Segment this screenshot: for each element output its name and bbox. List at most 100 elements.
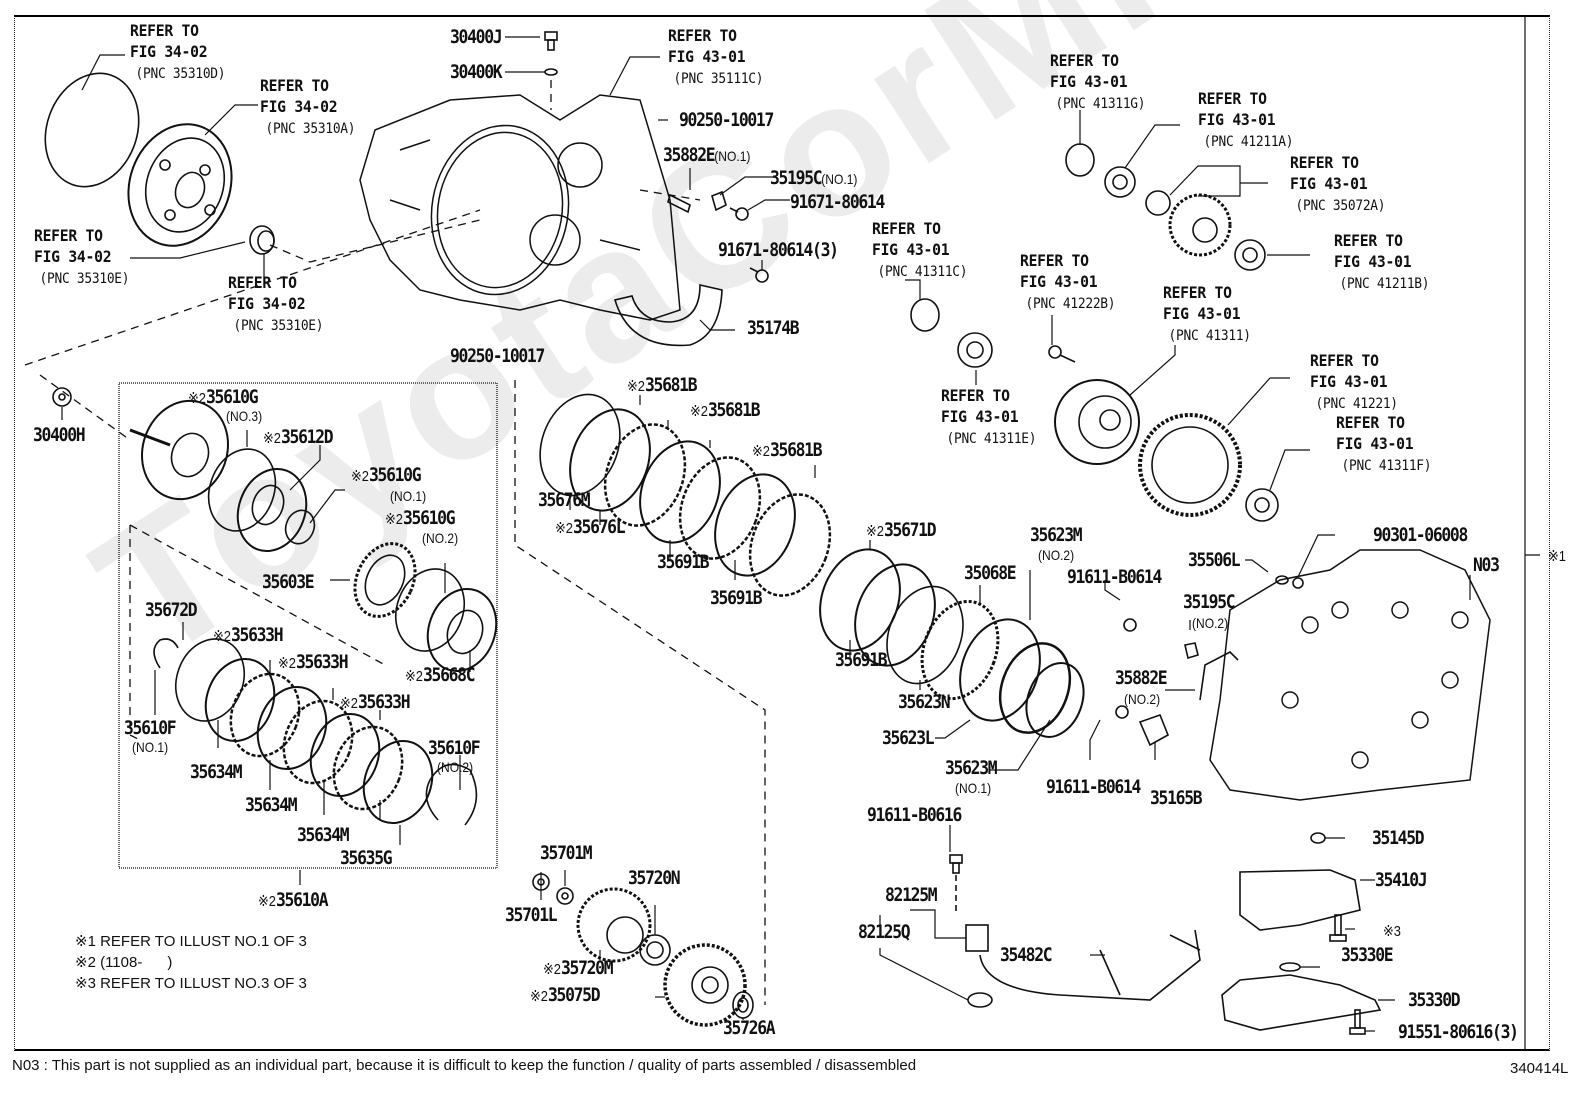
part-label-35610A[interactable]: ※235610A	[258, 889, 329, 911]
legend-note-2: ※2 (1108- )	[75, 954, 173, 971]
part-label-35195C-no2[interactable]: 35195C	[1183, 591, 1236, 613]
part-label-90250-10017-bottom[interactable]: 90250-10017	[450, 345, 545, 367]
part-label-30400K[interactable]: 30400K	[450, 61, 503, 83]
part-label-90250-10017-top[interactable]: 90250-10017	[679, 109, 774, 131]
gasket-35330E	[1279, 962, 1301, 972]
part-label-35681B-b[interactable]: ※235681B	[690, 399, 761, 421]
ref-fig-43-01-41222B[interactable]: REFER TO FIG 43-01 (PNC 41222B)	[1020, 251, 1116, 312]
ref-fig-43-01-41311[interactable]: REFER TO FIG 43-01 (PNC 41311)	[1163, 283, 1251, 344]
ref-fig-43-01-41311G[interactable]: REFER TO FIG 43-01 (PNC 41311G)	[1050, 51, 1146, 112]
part-label-35610G-no1[interactable]: ※235610G	[351, 464, 422, 486]
part-label-35681B-c[interactable]: ※235681B	[752, 439, 823, 461]
part-label-91611-B0614-a[interactable]: 91611-B0614	[1067, 566, 1162, 588]
bearing-41211A	[1104, 166, 1136, 198]
legend-note-1: ※1 REFER TO ILLUST NO.1 OF 3	[75, 933, 307, 950]
part-label-35691B-b[interactable]: 35691B	[710, 587, 763, 609]
part-label-35623M-no2[interactable]: 35623M	[1030, 524, 1083, 546]
part-label-82125M[interactable]: 82125M	[885, 884, 938, 906]
ref-fig-43-01-35111C[interactable]: REFER TO FIG 43-01 (PNC 35111C)	[668, 26, 764, 87]
part-label-N03[interactable]: N03	[1473, 554, 1500, 576]
part-label-35195C-no2-sub: (NO.2)	[1192, 615, 1229, 631]
part-label-91671-80614[interactable]: 91671-80614	[790, 191, 885, 213]
ref-fig-43-01-41211A[interactable]: REFER TO FIG 43-01 (PNC 41211A)	[1198, 89, 1294, 150]
ref-fig-43-01-41311C[interactable]: REFER TO FIG 43-01 (PNC 41311C)	[872, 219, 968, 280]
ref-fig-34-02-35310D[interactable]: REFER TO FIG 34-02 (PNC 35310D)	[130, 21, 226, 82]
part-label-35075D[interactable]: ※235075D	[530, 984, 601, 1006]
part-label-35635G[interactable]: 35635G	[340, 847, 393, 869]
part-label-91671-80614-3[interactable]: 91671-80614(3)	[718, 239, 839, 261]
part-label-82125Q[interactable]: 82125Q	[858, 921, 911, 943]
part-label-35701L[interactable]: 35701L	[505, 904, 558, 926]
part-label-35691B-c[interactable]: 35691B	[835, 649, 888, 671]
bolt-n3	[1329, 914, 1347, 942]
plug-35506L	[1275, 575, 1289, 585]
diff-case-41311	[1054, 379, 1140, 465]
part-label-35610F-no1[interactable]: 35610F	[124, 717, 177, 739]
ref-fig-43-01-41311E[interactable]: REFER TO FIG 43-01 (PNC 41311E)	[941, 386, 1037, 447]
bolt-30400J	[544, 31, 558, 51]
part-label-35195C-no1[interactable]: 35195C(NO.1)	[770, 167, 858, 189]
ref-fig-43-01-35072A[interactable]: REFER TO FIG 43-01 (PNC 35072A)	[1290, 153, 1386, 214]
part-label-35610G-no2[interactable]: ※235610G	[385, 507, 456, 529]
part-label-35330E[interactable]: 35330E	[1341, 944, 1394, 966]
part-label-35610G-no3[interactable]: ※235610G	[188, 386, 259, 408]
part-label-35720N[interactable]: 35720N	[628, 867, 681, 889]
part-label-35482C[interactable]: 35482C	[1000, 944, 1053, 966]
ref-fig-34-02-35310E-a[interactable]: REFER TO FIG 34-02 (PNC 35310E)	[34, 226, 130, 287]
part-label-91611-B0614-b[interactable]: 91611-B0614	[1046, 776, 1141, 798]
oil-pump-assembly	[127, 123, 233, 247]
part-label-35610F-no2[interactable]: 35610F	[428, 737, 481, 759]
ref-fig-43-01-41221[interactable]: REFER TO FIG 43-01 (PNC 41221)	[1310, 351, 1398, 412]
part-label-35676L[interactable]: ※235676L	[555, 516, 626, 538]
part-label-35612D[interactable]: ※235612D	[263, 426, 334, 448]
part-label-35633H-a[interactable]: ※235633H	[213, 624, 284, 646]
part-label-35145D[interactable]: 35145D	[1372, 827, 1425, 849]
part-label-35634M-c[interactable]: 35634M	[297, 824, 350, 846]
part-label-35671D[interactable]: ※235671D	[866, 519, 937, 541]
part-label-35330D[interactable]: 35330D	[1408, 989, 1461, 1011]
part-label-91551-80616[interactable]: 91551-80616(3)	[1398, 1021, 1519, 1043]
part-label-35634M-a[interactable]: 35634M	[190, 761, 243, 783]
bolt-91611-a	[1123, 618, 1137, 632]
part-label-35634M-b[interactable]: 35634M	[245, 794, 298, 816]
part-label-35610G-no1-sub: (NO.1)	[390, 488, 427, 504]
part-label-35681B-a[interactable]: ※235681B	[627, 374, 698, 396]
part-label-91611-B0616[interactable]: 91611-B0616	[867, 804, 962, 826]
transaxle-case-N03	[1209, 549, 1491, 801]
part-label-35882E-no2[interactable]: 35882E	[1115, 667, 1168, 689]
part-label-35676M[interactable]: 35676M	[538, 489, 591, 511]
part-label-35633H-c[interactable]: ※235633H	[340, 691, 411, 713]
ref-fig-34-02-35310E-b[interactable]: REFER TO FIG 34-02 (PNC 35310E)	[228, 273, 324, 334]
wire-harness-35482C	[979, 929, 1201, 1001]
carrier-35720M	[576, 887, 652, 963]
pump-seal	[249, 225, 275, 255]
part-label-35410J[interactable]: 35410J	[1375, 869, 1428, 891]
part-label-35720M[interactable]: ※235720M	[543, 957, 614, 979]
part-label-35882E-no1[interactable]: 35882E(NO.1)	[663, 144, 751, 166]
part-label-35506L[interactable]: 35506L	[1188, 549, 1241, 571]
part-label-30400H[interactable]: 30400H	[33, 424, 86, 446]
part-label-35691B-a[interactable]: 35691B	[657, 551, 710, 573]
ref-fig-34-02-35310A[interactable]: REFER TO FIG 34-02 (PNC 35310A)	[260, 76, 356, 137]
part-label-35068E[interactable]: 35068E	[964, 562, 1017, 584]
part-label-35701M[interactable]: 35701M	[540, 842, 593, 864]
part-label-35165B[interactable]: 35165B	[1150, 787, 1203, 809]
part-label-35623N[interactable]: 35623N	[898, 691, 951, 713]
sensor-82125M	[965, 924, 989, 952]
part-label-35623M-no1[interactable]: 35623M	[945, 757, 998, 779]
plate-35174B	[613, 283, 723, 347]
part-label-35726A[interactable]: 35726A	[723, 1017, 776, 1039]
part-label-35174B[interactable]: 35174B	[747, 317, 800, 339]
part-label-35603E[interactable]: 35603E	[262, 571, 315, 593]
bolt-91671-a	[729, 207, 749, 221]
part-label-30400J[interactable]: 30400J	[450, 26, 503, 48]
part-label-35633H-b[interactable]: ※235633H	[278, 651, 349, 673]
part-label-90301-06008[interactable]: 90301-06008	[1373, 524, 1468, 546]
part-label-35623L[interactable]: 35623L	[882, 727, 935, 749]
o-ring-35610G-no1	[284, 509, 316, 545]
ref-fig-43-01-41211B[interactable]: REFER TO FIG 43-01 (PNC 41211B)	[1334, 231, 1430, 292]
part-label-35672D[interactable]: 35672D	[145, 599, 198, 621]
part-label-35668C[interactable]: ※235668C	[405, 664, 476, 686]
ref-fig-43-01-41311F[interactable]: REFER TO FIG 43-01 (PNC 41311F)	[1336, 413, 1432, 474]
